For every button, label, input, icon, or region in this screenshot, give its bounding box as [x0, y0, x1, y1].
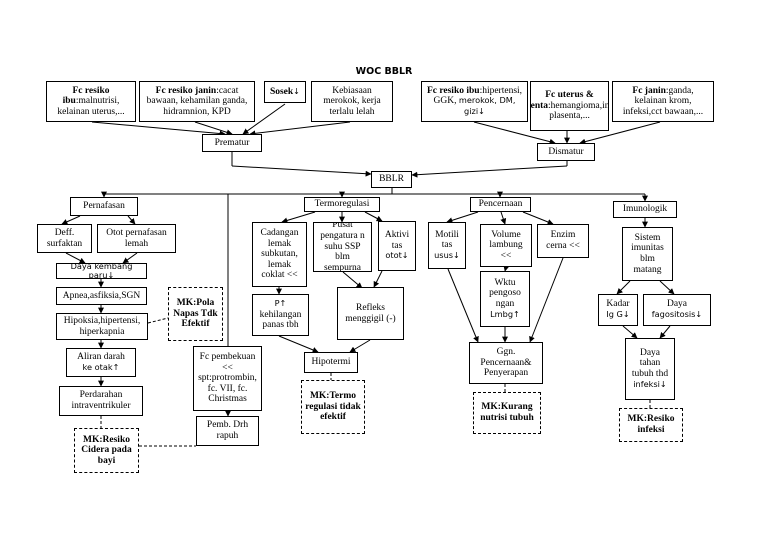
box-apnea: Apnea,asfiksia,SGN — [56, 287, 147, 305]
box-otot-pernafasan: Otot pernafasan lemah — [97, 224, 176, 253]
mk-termoregulasi: MK:Termo regulasi tidak efektif — [301, 380, 365, 434]
label-text: :malnutrisi, kelainan uterus,... — [57, 96, 125, 117]
box-enzim-cerna: Enzim cerna << — [537, 224, 589, 258]
mk-resiko-cidera: MK:Resiko Cidera pada bayi — [74, 428, 139, 473]
label-bold: Fc uterus & plasenta — [530, 90, 594, 111]
label-text: :hemangioma,infark plasenta,... — [548, 100, 608, 122]
box-ggn-pencernaan: Ggn. Pencernaan& Penyerapan — [469, 342, 543, 384]
box-imunologik: Imunologik — [613, 201, 677, 218]
box-pemb-drh-rapuh: Pemb. Drh rapuh — [196, 416, 259, 446]
label-sans: ke otak↑ — [82, 361, 120, 372]
box-fc-resiko-ibu: Fc resiko ibu:malnutrisi, kelainan uteru… — [46, 81, 136, 122]
box-cadangan-lemak: Cadangan lemak subkutan, lemak coklat << — [252, 222, 307, 287]
label-text: Motili tas — [435, 229, 459, 251]
box-sistem-imunitas: Sistem imunitas blm matang — [622, 227, 673, 281]
box-refleks-menggigil: Refleks menggigil (-) — [337, 287, 404, 340]
box-pusat-pengatur-suhu: Pusat pengatura n suhu SSP blm sempurna — [313, 222, 372, 272]
box-hipotermi: Hipotermi — [304, 352, 358, 373]
box-p-kehilangan-panas: P↑kehilangan panas tbh — [252, 294, 309, 336]
label-sans: otot↓ — [385, 250, 409, 261]
label-text: :hipertensi, GGK, — [433, 85, 523, 107]
label-bold: Fc resiko ibu — [62, 85, 110, 107]
box-daya-kembang-paru: Daya kembang paru↓ — [56, 263, 147, 279]
label-text: :cacat bawaan, kehamilan ganda, hidramni… — [146, 85, 248, 117]
label-text: Daya — [666, 299, 688, 310]
box-hipoksia: Hipoksia,hipertensi, hiperkapnia — [56, 313, 148, 340]
label-arrow: ↓ — [293, 85, 301, 96]
box-kebiasaan: Kebiasaan merokok, kerja terlalu lelah — [311, 81, 393, 122]
label-bold: Fc resiko janin — [155, 85, 217, 96]
box-pencernaan: Pencernaan — [470, 197, 531, 212]
box-sosek: Sosek↓ — [264, 81, 306, 103]
box-fc-resiko-janin: Fc resiko janin:cacat bawaan, kehamilan … — [139, 81, 255, 122]
label-sans: Daya kembang paru↓ — [70, 263, 133, 279]
label-text: Aliran darah — [77, 351, 125, 362]
label-text: Kadar — [606, 299, 630, 310]
box-pernafasan: Pernafasan — [70, 197, 138, 216]
box-prematur: Prematur — [202, 134, 262, 152]
box-bblr: BBLR — [371, 171, 412, 188]
label-text: Aktivi tas — [384, 230, 410, 251]
label-sans: usus↓ — [434, 249, 460, 260]
label-sans: merokok, DM, gizi↓ — [458, 95, 516, 116]
box-fc-resiko-ibu-2: Fc resiko ibu:hipertensi, GGK, merokok, … — [421, 81, 528, 122]
box-perdarahan: Perdarahan intraventrikuler — [59, 386, 143, 416]
mk-pola-napas: MK:Pola Napas Tdk Efektif — [168, 287, 223, 341]
box-deff-surfaktan: Deff. surfaktan — [37, 224, 92, 253]
mk-kurang-nutrisi: MK:Kurang nutrisi tubuh — [473, 392, 541, 434]
label-sans: Ig G↓ — [606, 309, 630, 319]
label-text: Daya tahan tubuh thd — [631, 347, 669, 379]
label-bold: Fc resiko ibu — [426, 85, 480, 96]
label-sans: P↑ — [274, 298, 287, 309]
box-termoregulasi: Termoregulasi — [304, 197, 380, 212]
label-bold: Fc janin — [632, 85, 666, 96]
label-bold: Sosek — [269, 86, 294, 97]
box-fc-janin: Fc janin:ganda, kelainan krom, infeksi,c… — [612, 81, 714, 122]
label-text: :ganda, kelainan krom, infeksi,cct bawaa… — [622, 85, 704, 117]
box-volume-lambung: Volume lambung << — [480, 224, 532, 267]
label-sans: infeksi↓ — [633, 378, 667, 389]
diagram-title: WOC BBLR — [355, 66, 413, 77]
label-text: kehilangan panas tbh — [259, 309, 302, 331]
box-dismatur: Dismatur — [537, 143, 595, 161]
box-fc-uterus-plasenta: Fc uterus & plasenta:hemangioma,infark p… — [530, 81, 609, 131]
label-sans: Lmbg↑ — [490, 308, 520, 319]
box-fc-pembekuan: Fc pembekuan << spt:protrombin, fc. VII,… — [193, 346, 262, 411]
mk-resiko-infeksi: MK:Resiko infeksi — [619, 408, 683, 442]
label-sans: fagositosis↓ — [651, 309, 703, 319]
label-text: Wktu pengoso ngan — [489, 277, 521, 309]
